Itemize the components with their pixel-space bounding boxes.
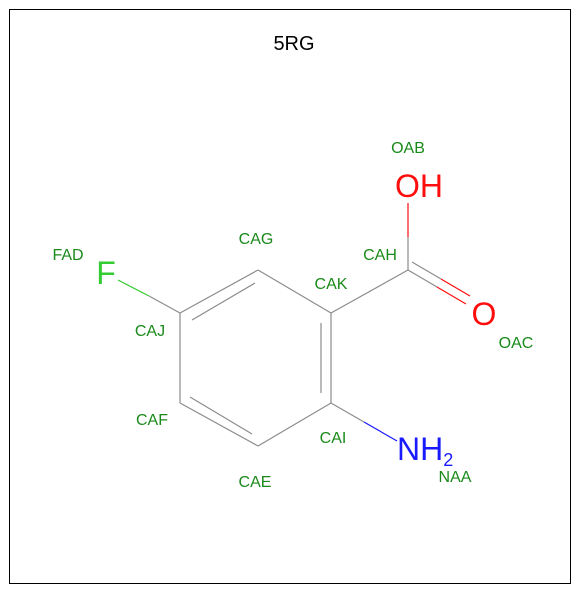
- diagram-title: 5RG: [273, 33, 314, 55]
- bond-cag-cak: [257, 269, 332, 314]
- atom-label-cah: CAH: [363, 247, 397, 264]
- carbonyl-oxygen-symbol: O: [472, 296, 497, 332]
- amine-subscript: 2: [443, 450, 453, 470]
- atom-label-caf: CAF: [136, 412, 168, 429]
- atom-label-oac: OAC: [499, 335, 534, 352]
- bond-cae-caf: [179, 402, 259, 447]
- bond-cah-o-red-2: [440, 278, 471, 297]
- atom-label-caj: CAJ: [135, 323, 165, 340]
- bond-cai-cae: [257, 402, 332, 447]
- bond-cah-o-grey-1: [407, 269, 438, 288]
- atom-label-cak: CAK: [315, 276, 348, 293]
- bond-cah-o-grey-2: [411, 261, 442, 280]
- bond-cak-cah: [330, 269, 409, 314]
- bond-cai-n-grey: [330, 402, 365, 423]
- bond-cah-o-red-1: [436, 286, 467, 305]
- bond-cai-n-blue: [363, 421, 398, 442]
- atom-label-cae: CAE: [239, 474, 272, 491]
- amine-symbol: NH2: [397, 431, 453, 470]
- hydroxyl-symbol: OH: [395, 168, 443, 204]
- atom-label-oab: OAB: [391, 140, 425, 157]
- atom-label-fad: FAD: [52, 247, 83, 264]
- atom-labels: OAB CAG CAH FAD CAK CAJ OAC CAF CAI CAE …: [52, 140, 533, 491]
- diagram-border: [9, 9, 571, 584]
- atom-label-cag: CAG: [239, 231, 274, 248]
- atom-label-cai: CAI: [320, 430, 347, 447]
- bond-cae-caf-inner: [189, 396, 253, 435]
- bond-caj-f-green: [117, 279, 150, 297]
- bonds: [179, 269, 409, 447]
- bond-caj-f-grey: [148, 295, 181, 314]
- bond-caj-cag: [179, 269, 259, 314]
- atom-label-naa: NAA: [439, 469, 472, 486]
- fluorine-symbol: F: [96, 255, 116, 291]
- amine-symbol-main: NH: [397, 431, 443, 467]
- bond-caj-cag-inner: [191, 282, 256, 321]
